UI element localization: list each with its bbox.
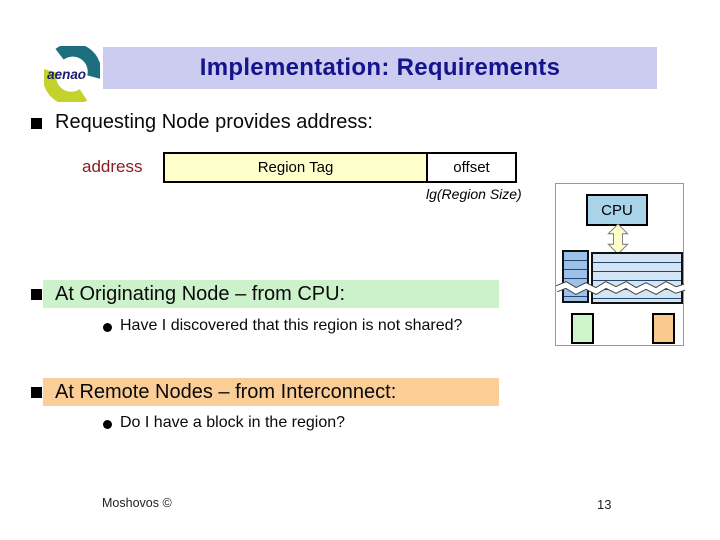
sub-bullet-originating: Have I discovered that this region is no… [103, 317, 462, 335]
region-size-annotation: lg(Region Size) [426, 186, 522, 202]
round-bullet-icon [103, 323, 112, 332]
sub-bullet-2-text: Do I have a block in the region? [120, 414, 346, 431]
bullet-1-text: Requesting Node provides address: [55, 111, 373, 133]
cpu-box: CPU [586, 194, 648, 226]
offset-field: offset [426, 152, 517, 183]
double-arrow-icon [607, 224, 629, 254]
page-title: Implementation: Requirements [199, 54, 561, 81]
title-banner: Implementation: Requirements [103, 47, 657, 89]
bullet-2-text: At Originating Node – from CPU: [55, 282, 346, 305]
sub-bullet-remote: Do I have a block in the region? [103, 414, 345, 432]
footer-author: Moshovos © [102, 496, 172, 510]
torn-edge-squiggle-icon [556, 281, 685, 295]
square-bullet-icon [31, 387, 42, 398]
sub-bullet-1-text: Have I discovered that this region is no… [120, 317, 463, 334]
page-number: 13 [597, 497, 612, 512]
bullet-3-text: At Remote Nodes – from Interconnect: [55, 380, 397, 403]
cache-column [562, 250, 589, 303]
bullet-row-remote-nodes: At Remote Nodes – from Interconnect: [43, 378, 499, 406]
orange-region-box [652, 313, 675, 344]
bullet-row-originating-node: At Originating Node – from CPU: [43, 280, 499, 308]
cache-table [591, 252, 683, 304]
address-label: address [82, 157, 143, 176]
aenao-logo: aenao [42, 43, 102, 106]
aenao-swirl-icon: aenao [42, 43, 102, 106]
round-bullet-icon [103, 420, 112, 429]
node-diagram-panel: CPU [555, 183, 685, 346]
square-bullet-icon [31, 289, 42, 300]
green-region-box [571, 313, 594, 344]
square-bullet-icon [31, 118, 42, 129]
region-tag-field: Region Tag [163, 152, 428, 183]
bullet-row-requesting-node: Requesting Node provides address: [31, 111, 373, 134]
logo-text: aenao [47, 67, 86, 82]
